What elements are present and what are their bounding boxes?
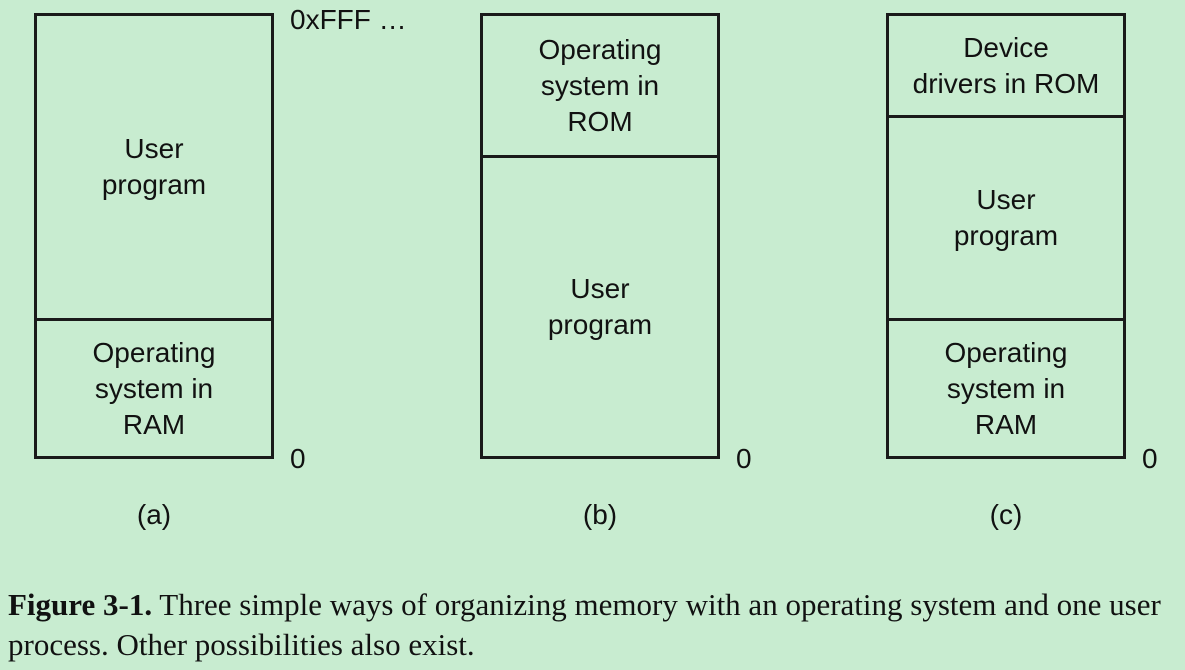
segment-text: Operating	[944, 336, 1068, 368]
segment-text: RAM	[974, 408, 1038, 440]
memory-column-c: Device drivers in ROM User program Opera…	[886, 13, 1126, 459]
segment-text: system in	[946, 372, 1066, 404]
diagram-label-b: (b)	[582, 499, 618, 530]
bottom-address-label: 0	[736, 443, 752, 474]
figure-caption-label: Figure 3-1.	[8, 587, 153, 622]
segment-text: system in	[540, 69, 660, 101]
segment-text: drivers in ROM	[912, 67, 1100, 99]
segment-text: program	[547, 309, 653, 340]
top-address-label: 0xFFF …	[290, 4, 407, 35]
segment-text: RAM	[122, 408, 186, 440]
segment-text: Operating	[92, 336, 216, 368]
bottom-address-label: 0	[1142, 443, 1158, 474]
segment-user-program: User program	[483, 155, 717, 456]
bottom-address-label: 0	[290, 443, 306, 474]
segment-text: ROM	[567, 105, 633, 137]
segment-user-program: User program	[37, 16, 271, 318]
segment-text: User	[570, 273, 630, 304]
segment-device-drivers-rom: Device drivers in ROM	[889, 16, 1123, 115]
memory-diagrams: User program Operating system in RAM 0xF…	[34, 4, 1158, 530]
figure-caption: Figure 3-1. Three simple ways of organiz…	[8, 585, 1183, 665]
segment-text: Operating	[538, 33, 662, 65]
segment-os-rom: Operating system in ROM	[483, 16, 717, 155]
diagram-label-a: (a)	[136, 499, 172, 530]
segment-text: Device	[963, 31, 1049, 63]
segment-text: program	[953, 220, 1059, 251]
memory-column-b: Operating system in ROM User program	[480, 13, 720, 459]
segment-text: User	[124, 133, 184, 164]
segment-os-ram: Operating system in RAM	[889, 318, 1123, 456]
segment-os-ram: Operating system in RAM	[37, 318, 271, 456]
memory-column-a: User program Operating system in RAM	[34, 13, 274, 459]
segment-text: program	[101, 169, 207, 200]
figure-caption-text: Three simple ways of organizing memory w…	[8, 587, 1161, 662]
segment-text: User	[976, 184, 1036, 215]
diagram-label-c: (c)	[989, 499, 1023, 530]
segment-text: system in	[94, 372, 214, 404]
segment-user-program: User program	[889, 115, 1123, 318]
